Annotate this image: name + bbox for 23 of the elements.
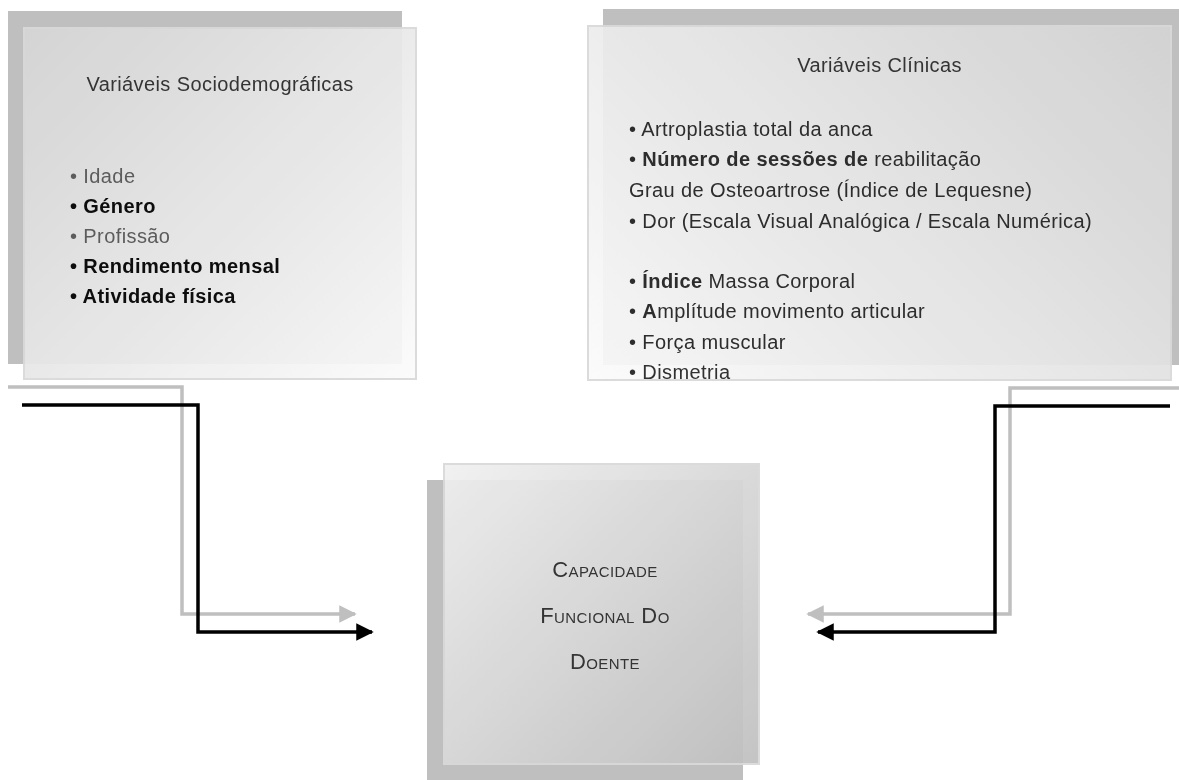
- connector-arrow: [8, 385, 357, 623]
- box-label: Capacidade Funcional Do Doente: [539, 556, 671, 676]
- list-item: • Força muscular: [629, 330, 786, 355]
- list-item: • Dismetria: [629, 360, 731, 385]
- list-item: • Rendimento mensal: [70, 254, 281, 279]
- list-item: • Número de sessões de reabilitação: [629, 147, 982, 172]
- connector-arrow: [22, 403, 374, 641]
- variables-panel: [587, 25, 1172, 381]
- list-item: Grau de Osteoartrose (Índice de Lequesne): [629, 178, 1033, 203]
- variables-panel: [23, 27, 417, 380]
- connector-arrow: [816, 404, 1170, 641]
- list-item: • Género: [70, 194, 156, 219]
- list-item: • Atividade física: [70, 284, 236, 309]
- box-heading: Variáveis Clínicas: [796, 53, 963, 78]
- list-item: • Amplítude movimento articular: [629, 299, 926, 324]
- outcome-box: [443, 463, 760, 765]
- list-item: • Idade: [70, 164, 136, 189]
- list-item: • Dor (Escala Visual Analógica / Escala Numérica): [629, 209, 1094, 234]
- box-heading: Variáveis Sociodemográficas: [85, 72, 355, 97]
- connector-arrow: [806, 386, 1179, 623]
- list-item: • Artroplastia total da anca: [629, 117, 873, 142]
- list-item: • Profissão: [70, 224, 171, 249]
- list-item: • Índice Massa Corporal: [629, 269, 856, 294]
